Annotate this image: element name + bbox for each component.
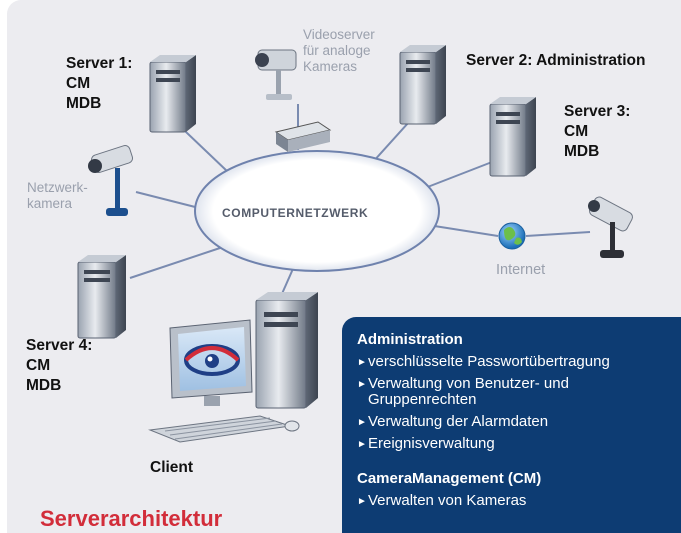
server-1-icon	[149, 55, 196, 133]
server-1-title: Server 1:	[66, 55, 133, 72]
list-item: ►Verwaltung von Benutzer- und Gruppenrec…	[357, 376, 657, 407]
list-item-text: Verwaltung der Alarmdaten	[368, 413, 549, 430]
client-computer-icon	[148, 292, 318, 443]
globe-icon	[498, 222, 526, 250]
server-3-label: Server 3: CM MDB	[564, 102, 630, 162]
server-4-label: Server 4: CM MDB	[26, 336, 92, 396]
list-item: ►Verwalten von Kameras	[357, 493, 526, 510]
server-4-mdb: MDB	[26, 377, 62, 394]
videoserver-label: Videoserver für analoge Kameras	[303, 27, 375, 75]
netzwerkkamera-line-1: Netzwerk-	[27, 180, 88, 195]
videoserver-line-1: Videoserver	[303, 27, 375, 42]
server-3-mdb: MDB	[564, 143, 600, 160]
netzwerkkamera-line-2: kamera	[27, 196, 73, 211]
list-item: ►verschlüsselte Passwortübertragung	[357, 354, 610, 371]
internet-camera-icon	[588, 196, 633, 258]
server-2-icon	[399, 45, 446, 125]
server-3-title: Server 3:	[564, 103, 631, 120]
list-item: ►Ereignisverwaltung	[357, 436, 495, 453]
server-1-label: Server 1: CM MDB	[66, 54, 132, 114]
section-heading-administration: Administration	[357, 331, 463, 348]
internet-label: Internet	[496, 262, 546, 278]
bullet-arrow-icon: ►	[357, 496, 367, 507]
list-item-text: Verwalten von Kameras	[368, 492, 527, 509]
server-2-label: Server 2: Administration	[466, 52, 646, 69]
diagram-title: Serverarchitektur	[40, 506, 223, 531]
client-label: Client	[150, 459, 194, 476]
bullet-arrow-icon: ►	[357, 417, 367, 428]
list-item-text: verschlüsselte Passwortübertragung	[368, 353, 610, 370]
server-4-title: Server 4:	[26, 337, 93, 354]
server-4-icon	[77, 255, 126, 339]
feature-panel: Administration ►verschlüsselte Passwortü…	[342, 317, 681, 533]
analog-camera-icon	[255, 49, 297, 100]
list-item: ►Verwaltung der Alarmdaten	[357, 414, 548, 431]
list-item-text: Verwaltung von Benutzer- und Gruppenrech…	[368, 375, 569, 408]
section-heading-cameramanagement: CameraManagement (CM)	[357, 470, 542, 487]
videoserver-line-3: Kameras	[303, 59, 358, 74]
videoserver-line-2: für analoge	[303, 43, 371, 58]
server-1-cm: CM	[66, 75, 91, 92]
network-ellipse	[194, 150, 440, 272]
video-server-icon	[274, 121, 332, 152]
list-item-text: Ereignisverwaltung	[368, 435, 495, 452]
server-3-cm: CM	[564, 123, 589, 140]
bullet-arrow-icon: ►	[357, 379, 367, 390]
bullet-arrow-icon: ►	[357, 439, 367, 450]
server-3-icon	[489, 97, 536, 177]
netzwerkkamera-label: Netzwerk- kamera	[27, 180, 88, 212]
network-camera-icon	[88, 145, 134, 216]
server-4-cm: CM	[26, 357, 51, 374]
server-1-mdb: MDB	[66, 95, 102, 112]
network-label: COMPUTERNETZWERK	[222, 206, 369, 220]
bullet-arrow-icon: ►	[357, 357, 367, 368]
